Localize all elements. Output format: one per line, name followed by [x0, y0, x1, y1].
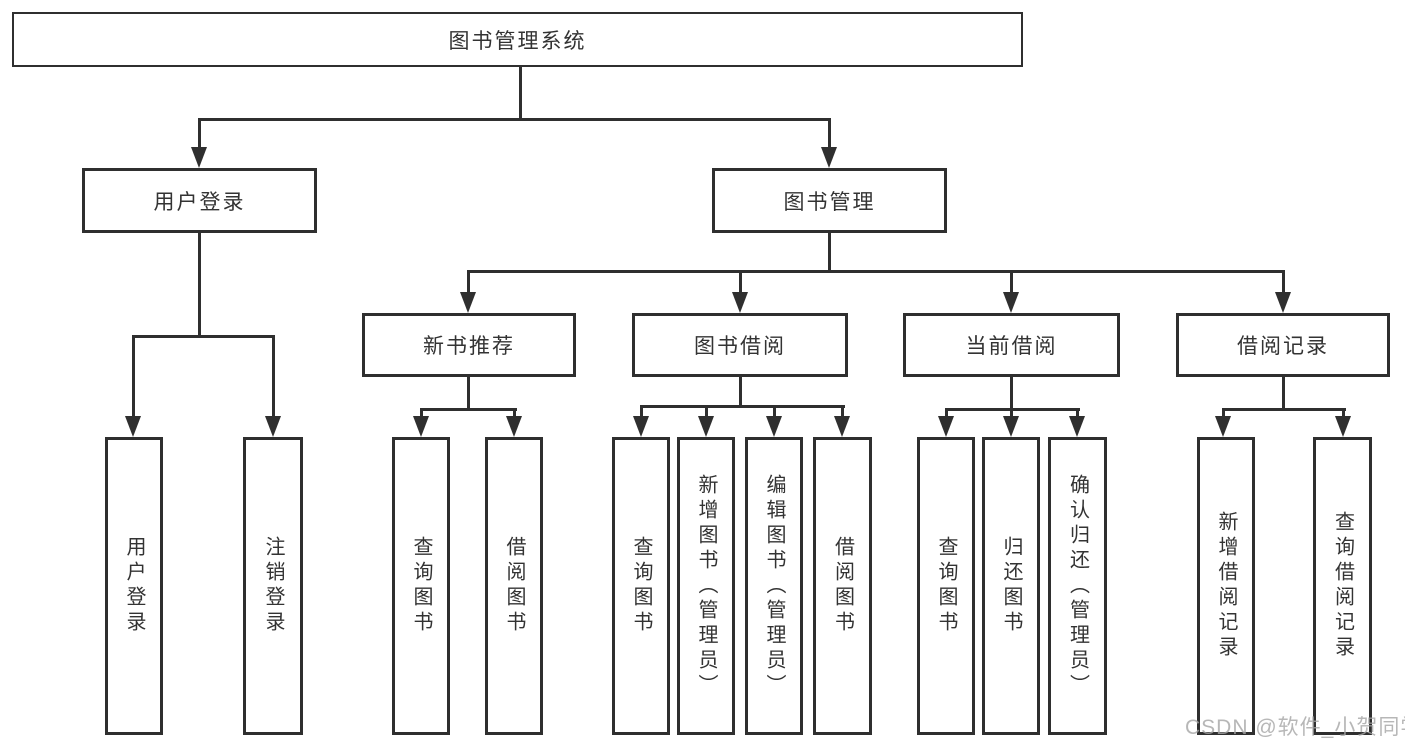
- connector-line: [828, 233, 831, 273]
- node-label: 注销登录: [262, 536, 284, 636]
- connector-line: [467, 270, 470, 295]
- connector-line: [132, 335, 275, 338]
- connector-line: [841, 405, 844, 420]
- node-label: 用户登录: [153, 190, 246, 214]
- connector-line: [1282, 377, 1285, 410]
- connector-line: [1222, 408, 1346, 411]
- connector-line: [420, 408, 423, 420]
- connector-line: [1342, 408, 1345, 420]
- connector-line: [198, 118, 831, 121]
- node-label: 借阅记录: [1237, 335, 1329, 358]
- node-root: 图书管理系统: [12, 12, 1023, 67]
- node-label: 查询借阅记录: [1331, 511, 1354, 661]
- leaf-edit-book-admin: 编辑图书（管理员）: [745, 437, 803, 735]
- connector-line: [739, 270, 742, 295]
- arrowhead-down-icon: [834, 416, 850, 437]
- leaf-add-borrow-record: 新增借阅记录: [1197, 437, 1255, 735]
- arrowhead-down-icon: [938, 416, 954, 437]
- connector-line: [773, 405, 776, 420]
- node-label: 借阅图书: [503, 536, 525, 636]
- node-label: 新增图书（管理员）: [695, 473, 717, 699]
- connector-line: [739, 377, 742, 407]
- arrowhead-down-icon: [460, 292, 476, 313]
- connector-line: [1010, 377, 1013, 410]
- connector-line: [198, 120, 201, 150]
- connector-line: [1222, 408, 1225, 420]
- node-label: 查询图书: [410, 536, 432, 636]
- arrowhead-down-icon: [766, 416, 782, 437]
- node-book-borrow: 图书借阅: [632, 313, 848, 377]
- connector-line: [467, 270, 1285, 273]
- leaf-logout: 注销登录: [243, 437, 303, 735]
- connector-line: [519, 67, 522, 120]
- node-label: 查询图书: [630, 536, 652, 636]
- arrowhead-down-icon: [506, 416, 522, 437]
- arrowhead-down-icon: [732, 292, 748, 313]
- node-current-borrow: 当前借阅: [903, 313, 1120, 377]
- connector-line: [513, 408, 516, 420]
- node-label: 归还图书: [1000, 536, 1022, 636]
- connector-line: [467, 377, 470, 410]
- leaf-query-borrow-record: 查询借阅记录: [1313, 437, 1372, 735]
- node-label: 确认归还（管理员）: [1066, 473, 1089, 699]
- arrowhead-down-icon: [1003, 292, 1019, 313]
- node-label: 当前借阅: [965, 335, 1058, 358]
- connector-line: [1010, 408, 1013, 420]
- arrowhead-down-icon: [698, 416, 714, 437]
- arrowhead-down-icon: [1215, 416, 1231, 437]
- node-label: 新增借阅记录: [1215, 511, 1237, 661]
- node-label: 借阅图书: [831, 536, 854, 636]
- node-label: 编辑图书（管理员）: [763, 473, 785, 699]
- connector-line: [272, 335, 275, 420]
- leaf-add-book-admin: 新增图书（管理员）: [677, 437, 735, 735]
- connector-line: [1076, 408, 1079, 420]
- leaf-query-books-current: 查询图书: [917, 437, 975, 735]
- arrowhead-down-icon: [821, 147, 837, 168]
- leaf-user-login: 用户登录: [105, 437, 163, 735]
- node-book-management: 图书管理: [712, 168, 947, 233]
- node-user-login: 用户登录: [82, 168, 317, 233]
- connector-line: [640, 405, 845, 408]
- leaf-borrow-books: 借阅图书: [813, 437, 872, 735]
- arrowhead-down-icon: [1069, 416, 1085, 437]
- csdn-watermark: CSDN @软件_小贺同学: [1185, 716, 1405, 739]
- node-label: 查询图书: [935, 536, 957, 636]
- connector-line: [705, 405, 708, 420]
- node-label: 新书推荐: [423, 335, 515, 358]
- connector-line: [1282, 270, 1285, 295]
- arrowhead-down-icon: [633, 416, 649, 437]
- connector-line: [1010, 270, 1013, 295]
- arrowhead-down-icon: [1003, 416, 1019, 437]
- arrowhead-down-icon: [1275, 292, 1291, 313]
- node-new-book-recommend: 新书推荐: [362, 313, 576, 377]
- arrowhead-down-icon: [265, 416, 281, 437]
- connector-line: [828, 120, 831, 150]
- leaf-confirm-return-admin: 确认归还（管理员）: [1048, 437, 1107, 735]
- node-label: 图书借阅: [694, 335, 786, 358]
- node-label: 用户登录: [123, 536, 145, 636]
- connector-line: [420, 408, 517, 411]
- arrowhead-down-icon: [191, 147, 207, 168]
- connector-line: [945, 408, 948, 420]
- leaf-borrow-books-recommend: 借阅图书: [485, 437, 543, 735]
- connector-line: [132, 335, 135, 420]
- node-label: 图书管理系统: [448, 29, 587, 53]
- connector-line: [640, 405, 643, 420]
- arrowhead-down-icon: [413, 416, 429, 437]
- leaf-query-books-borrow: 查询图书: [612, 437, 670, 735]
- arrowhead-down-icon: [1335, 416, 1351, 437]
- leaf-return-book: 归还图书: [982, 437, 1040, 735]
- connector-line: [198, 233, 201, 337]
- leaf-query-books-recommend: 查询图书: [392, 437, 450, 735]
- node-borrow-records: 借阅记录: [1176, 313, 1390, 377]
- arrowhead-down-icon: [125, 416, 141, 437]
- node-label: 图书管理: [783, 190, 876, 214]
